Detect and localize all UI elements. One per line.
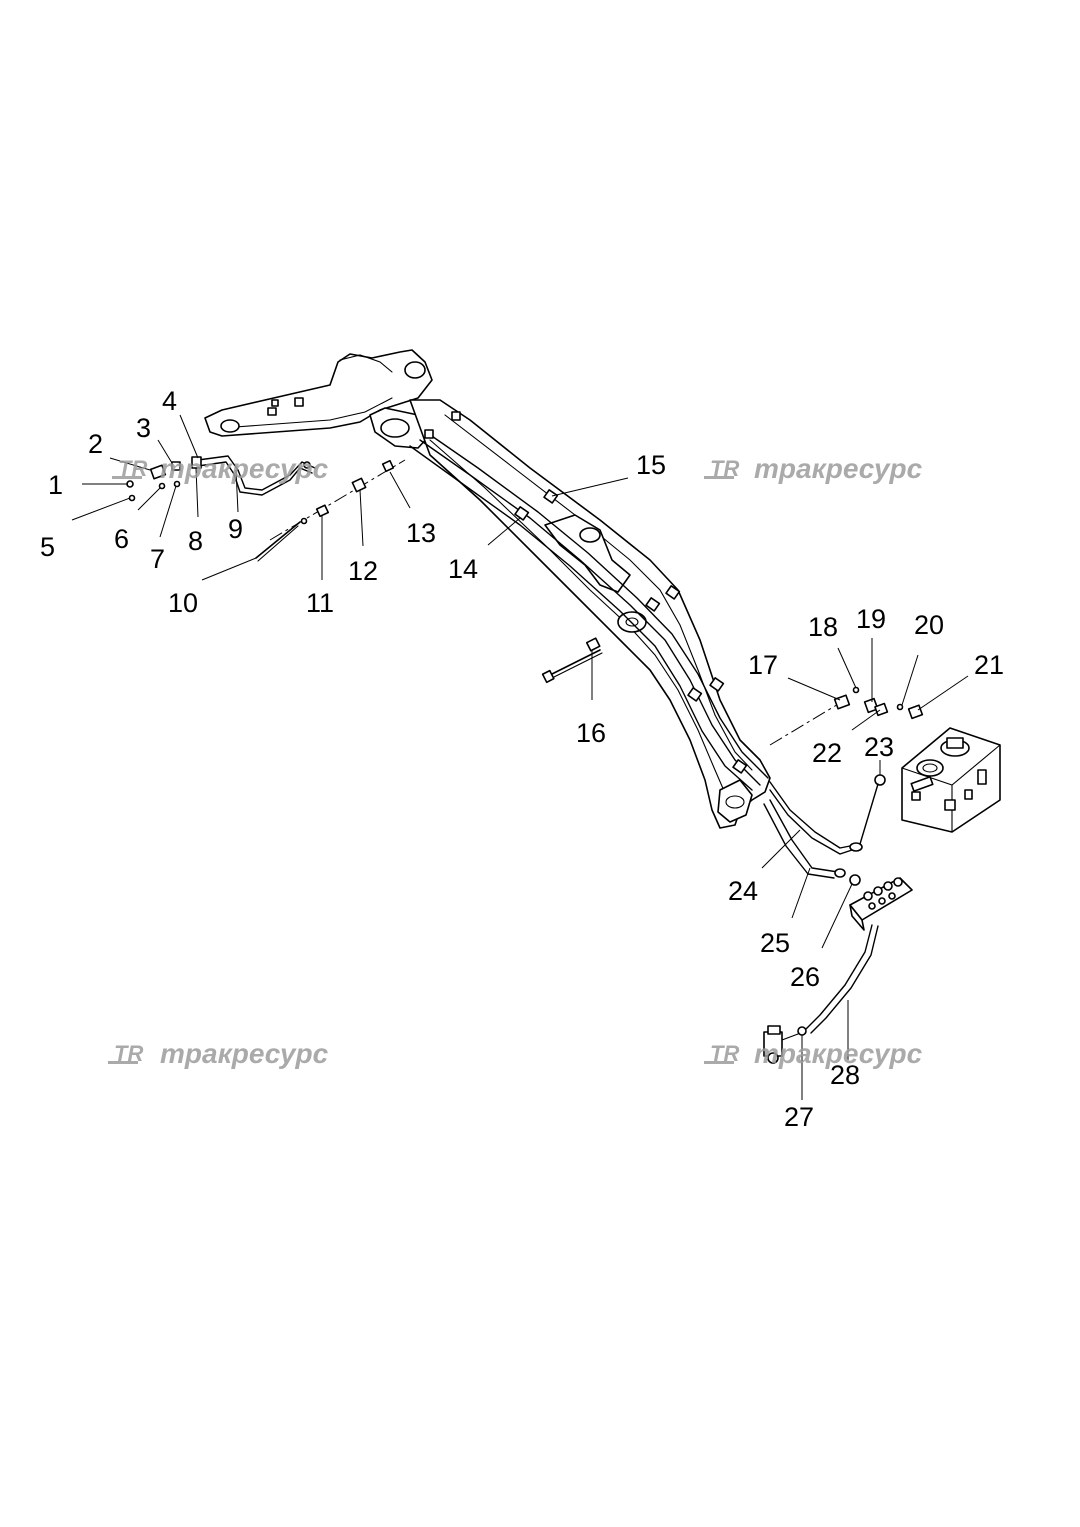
callout-11: 11 bbox=[306, 588, 334, 618]
bolt-10 bbox=[255, 521, 301, 559]
washer-20 bbox=[896, 703, 904, 711]
callout-7: 7 bbox=[150, 544, 165, 574]
callout-16: 16 bbox=[576, 718, 606, 748]
fitting-2 bbox=[149, 464, 167, 480]
callout-20: 20 bbox=[914, 610, 944, 640]
washer-5 bbox=[128, 494, 136, 502]
callout-14: 14 bbox=[448, 554, 478, 584]
nut-18 bbox=[852, 686, 860, 694]
callout-18: 18 bbox=[808, 612, 838, 642]
watermark-bottom-right: TR тракресурс bbox=[704, 1038, 923, 1069]
clamp-13 bbox=[381, 459, 395, 473]
callout-24: 24 bbox=[728, 876, 758, 906]
watermark-text: тракресурс bbox=[160, 453, 329, 484]
clamp-19 bbox=[863, 697, 879, 714]
fitting-26 bbox=[849, 874, 861, 886]
hose-25 bbox=[769, 799, 839, 873]
hose-28 bbox=[804, 924, 873, 1031]
fitting-23 bbox=[874, 774, 886, 786]
watermark-top-right: TR тракресурс bbox=[704, 453, 923, 484]
callout-28: 28 bbox=[830, 1060, 860, 1090]
left-fittings-group bbox=[126, 455, 603, 684]
callout-13: 13 bbox=[406, 518, 436, 548]
hose-24 bbox=[769, 781, 879, 849]
callout-17: 17 bbox=[748, 650, 778, 680]
hose-9 bbox=[197, 455, 316, 491]
callout-3: 3 bbox=[136, 413, 151, 443]
fitting-3 bbox=[171, 461, 181, 471]
callout-26: 26 bbox=[790, 962, 820, 992]
callout-12: 12 bbox=[348, 556, 378, 586]
watermark-logo: TR bbox=[710, 1041, 739, 1066]
callout-2: 2 bbox=[88, 429, 103, 459]
callout-19: 19 bbox=[856, 604, 886, 634]
valve-block bbox=[849, 877, 913, 931]
callout-9: 9 bbox=[228, 514, 243, 544]
fitting-27 bbox=[797, 1026, 807, 1036]
clamp-22 bbox=[874, 702, 889, 717]
leader-lines bbox=[71, 414, 969, 1100]
part-7 bbox=[173, 480, 181, 488]
callout-labels: 1 2 3 4 5 6 7 8 9 10 11 12 13 14 15 16 1… bbox=[40, 386, 1004, 1132]
watermark-logo: TR bbox=[118, 456, 147, 481]
callout-23: 23 bbox=[864, 732, 894, 762]
right-fittings-group bbox=[763, 686, 1001, 1064]
callout-8: 8 bbox=[188, 526, 203, 556]
watermark-logo: TR bbox=[710, 456, 739, 481]
callout-27: 27 bbox=[784, 1102, 814, 1132]
callout-15: 15 bbox=[636, 450, 666, 480]
callout-6: 6 bbox=[114, 524, 129, 554]
clamp-21 bbox=[907, 704, 924, 720]
callout-21: 21 bbox=[974, 650, 1004, 680]
clamp-11 bbox=[315, 504, 330, 518]
callout-25: 25 bbox=[760, 928, 790, 958]
watermark-text: тракресурс bbox=[754, 1038, 923, 1069]
pressure-switch bbox=[763, 1025, 799, 1064]
callout-1: 1 bbox=[48, 470, 63, 500]
watermark-text: тракресурс bbox=[754, 453, 923, 484]
hydraulic-tank bbox=[901, 727, 1001, 833]
bolt-16 bbox=[547, 649, 601, 677]
watermark-bottom-left: TR тракресурс bbox=[108, 1038, 329, 1069]
boom-assembly bbox=[204, 349, 771, 829]
clamp-17 bbox=[833, 694, 851, 710]
clamp-12 bbox=[351, 477, 367, 493]
watermark-top-left: TR тракресурс bbox=[112, 453, 329, 484]
watermark-text: тракресурс bbox=[160, 1038, 329, 1069]
callout-4: 4 bbox=[162, 386, 177, 416]
callout-10: 10 bbox=[168, 588, 198, 618]
watermark-logo: TR bbox=[114, 1041, 143, 1066]
callout-5: 5 bbox=[40, 532, 55, 562]
part-6 bbox=[158, 482, 166, 490]
callout-22: 22 bbox=[812, 738, 842, 768]
